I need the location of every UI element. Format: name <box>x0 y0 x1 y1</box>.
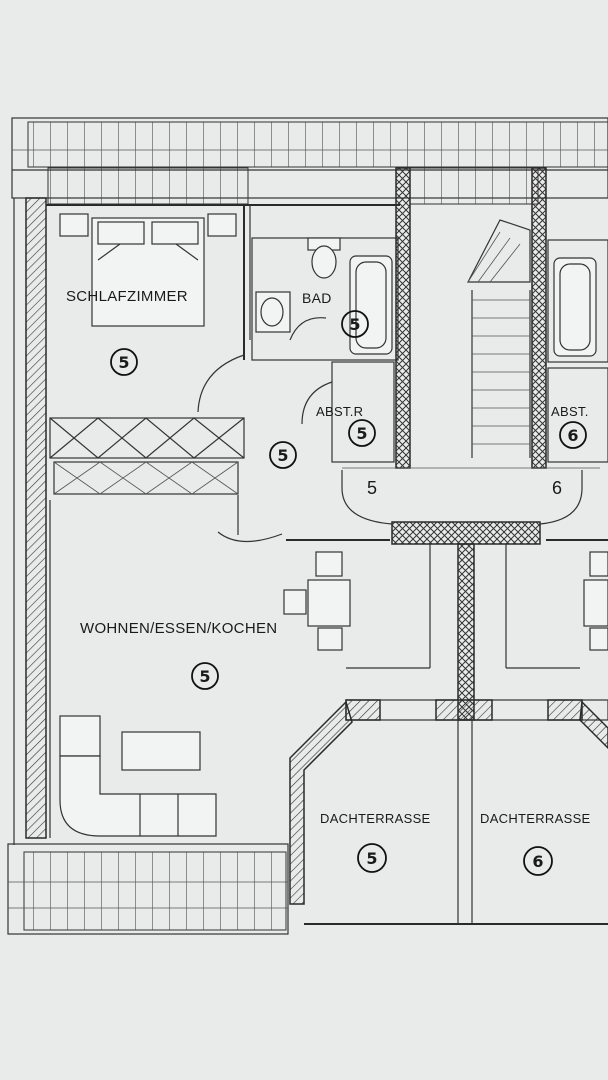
entrance-number-right: 6 <box>552 478 562 498</box>
terrace-walls <box>289 699 608 925</box>
unit-mark-abst-right: 6 <box>567 426 578 445</box>
terrace-right: DACHTERRASSE 6 <box>480 811 591 876</box>
unit-mark-circle <box>191 662 219 690</box>
wardrobe <box>49 417 245 495</box>
hallway: 5 <box>217 441 390 543</box>
coffee-table-icon <box>121 731 201 771</box>
roof-band-bottom <box>7 843 289 935</box>
unit-mark-schlafzimmer: 5 <box>118 353 129 372</box>
unit-mark-circle <box>357 843 387 873</box>
unit-mark-dachterrasse-left: 5 <box>366 849 377 868</box>
bathroom: BAD 5 <box>251 237 399 361</box>
room-label-wohnen: WOHNEN/ESSEN/KOCHEN <box>80 620 277 637</box>
unit-mark-circle <box>559 421 587 449</box>
roof-band-top <box>11 117 608 205</box>
double-bed-icon <box>91 217 205 327</box>
toilet-icon <box>307 237 341 279</box>
unit-mark-abst-r: 5 <box>356 424 367 443</box>
right-unit-fragment: ABST. 6 <box>547 239 608 463</box>
bathtub-icon <box>553 257 597 357</box>
dining-table-icon <box>283 551 351 651</box>
nightstand-icon <box>59 213 89 237</box>
unit-mark-circle <box>523 846 553 876</box>
unit-mark-wohnen: 5 <box>199 667 210 686</box>
living-area: WOHNEN/ESSEN/KOCHEN 5 <box>49 500 431 838</box>
unit-mark-circle <box>110 348 138 376</box>
unit-mark-circle <box>269 441 297 469</box>
unit-mark-flur: 5 <box>277 446 288 465</box>
exterior-walls <box>13 197 400 845</box>
unit-mark-circle <box>341 310 369 338</box>
room-label-dachterrasse-right: DACHTERRASSE <box>480 811 591 826</box>
right-living-fragment <box>505 539 608 669</box>
room-label-abst-r: ABST.R <box>316 404 363 419</box>
unit-mark-dachterrasse-right: 6 <box>532 852 543 871</box>
bathtub-icon <box>349 255 393 355</box>
terrace-left: DACHTERRASSE 5 <box>320 811 431 873</box>
sofa-icon <box>59 715 217 837</box>
storage-left: ABST.R 5 <box>301 361 395 463</box>
unit-mark-circle <box>348 419 376 447</box>
room-label-dachterrasse-left: DACHTERRASSE <box>320 811 431 826</box>
landing: 5 6 <box>341 467 600 525</box>
room-label-abst-right: ABST. <box>551 404 589 419</box>
entrance-number-left: 5 <box>367 478 377 498</box>
partition-walls <box>391 167 547 721</box>
unit-mark-bad: 5 <box>349 315 360 334</box>
sink-icon <box>255 291 291 333</box>
bedroom: SCHLAFZIMMER 5 <box>49 205 251 495</box>
staircase <box>467 219 531 458</box>
nightstand-icon <box>207 213 237 237</box>
room-label-bad: BAD <box>302 290 332 306</box>
room-label-schlafzimmer: SCHLAFZIMMER <box>66 288 188 305</box>
